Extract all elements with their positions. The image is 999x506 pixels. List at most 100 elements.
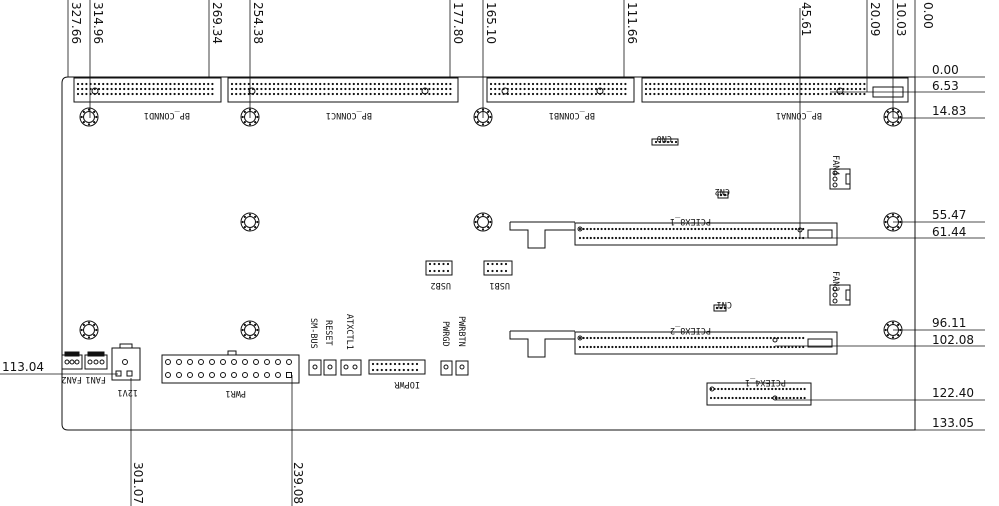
pin xyxy=(419,87,423,91)
pin xyxy=(510,82,514,86)
pin xyxy=(730,336,733,340)
pin xyxy=(665,87,669,91)
pin xyxy=(891,213,895,216)
pin xyxy=(415,92,418,96)
dim-left-113: 113.04 xyxy=(2,360,44,374)
pin xyxy=(198,92,201,96)
pin xyxy=(699,92,702,96)
pin xyxy=(737,336,740,340)
pin xyxy=(897,110,900,113)
mounting-hole-inner xyxy=(887,111,899,123)
pin xyxy=(647,345,650,349)
dim-top-165: 165.10 xyxy=(484,2,498,44)
pin xyxy=(668,227,672,231)
pin xyxy=(377,92,381,96)
pin xyxy=(730,227,733,231)
pin xyxy=(749,82,753,86)
pin xyxy=(476,226,479,229)
pin xyxy=(302,92,305,96)
pin xyxy=(582,92,585,96)
pin xyxy=(674,140,678,144)
pin xyxy=(589,336,592,340)
dim-right-133: 133.05 xyxy=(932,416,974,430)
pin xyxy=(118,92,122,96)
pin xyxy=(618,236,621,240)
bp-connd1-label: BP_CONND1 xyxy=(144,110,190,120)
pin xyxy=(510,92,514,96)
pin xyxy=(749,92,753,96)
pin xyxy=(181,92,185,96)
pin xyxy=(277,82,280,86)
pin xyxy=(678,92,681,96)
pin xyxy=(243,92,246,96)
pin xyxy=(540,82,543,86)
pin xyxy=(712,236,715,240)
pin xyxy=(181,87,185,91)
pin xyxy=(310,87,313,91)
pin xyxy=(81,82,84,86)
pin xyxy=(403,87,406,91)
pin xyxy=(654,345,657,349)
pin xyxy=(76,92,80,96)
pin xyxy=(679,236,682,240)
pin xyxy=(650,227,654,231)
pin xyxy=(738,396,741,400)
pin xyxy=(755,236,758,240)
pin xyxy=(683,236,686,240)
pin xyxy=(796,82,799,86)
pin xyxy=(703,87,706,91)
pin xyxy=(716,87,719,91)
pin xyxy=(603,87,606,91)
pin xyxy=(152,82,155,86)
pin xyxy=(794,236,798,240)
pin xyxy=(720,387,723,391)
pin xyxy=(804,92,807,96)
pin xyxy=(487,215,490,218)
pin xyxy=(733,336,736,340)
pin xyxy=(548,82,551,86)
pin xyxy=(239,82,242,86)
pin xyxy=(207,82,210,86)
pin xyxy=(658,345,661,349)
pin xyxy=(540,87,543,91)
pin xyxy=(846,82,849,86)
pin xyxy=(127,92,130,96)
pin xyxy=(582,82,585,86)
pin xyxy=(548,87,551,91)
pin xyxy=(607,236,610,240)
pin xyxy=(760,387,763,391)
pin xyxy=(884,220,887,224)
pin xyxy=(738,387,741,391)
pin xyxy=(202,82,206,86)
power-pin xyxy=(286,359,292,365)
pin xyxy=(758,236,762,240)
pin xyxy=(298,92,301,96)
pin xyxy=(762,92,765,96)
pin xyxy=(281,87,284,91)
pin xyxy=(449,82,452,86)
pin xyxy=(833,92,837,96)
pin xyxy=(523,82,526,86)
pin xyxy=(135,92,138,96)
pin xyxy=(264,92,267,96)
pin xyxy=(449,87,452,91)
pin xyxy=(152,87,155,91)
pin xyxy=(600,336,603,340)
pin xyxy=(891,321,895,324)
pin xyxy=(802,345,805,349)
pin xyxy=(243,110,246,113)
pin xyxy=(344,82,347,86)
pin xyxy=(686,82,690,86)
pin xyxy=(600,236,603,240)
usb2-label: USB2 xyxy=(431,280,451,290)
pin xyxy=(156,87,159,91)
pin xyxy=(744,227,747,231)
pin xyxy=(863,87,866,91)
pin xyxy=(781,387,785,391)
pin xyxy=(741,87,744,91)
pin xyxy=(582,345,585,349)
pin xyxy=(668,236,672,240)
power-pin xyxy=(220,359,226,365)
pin xyxy=(248,108,252,111)
pin xyxy=(415,82,418,86)
